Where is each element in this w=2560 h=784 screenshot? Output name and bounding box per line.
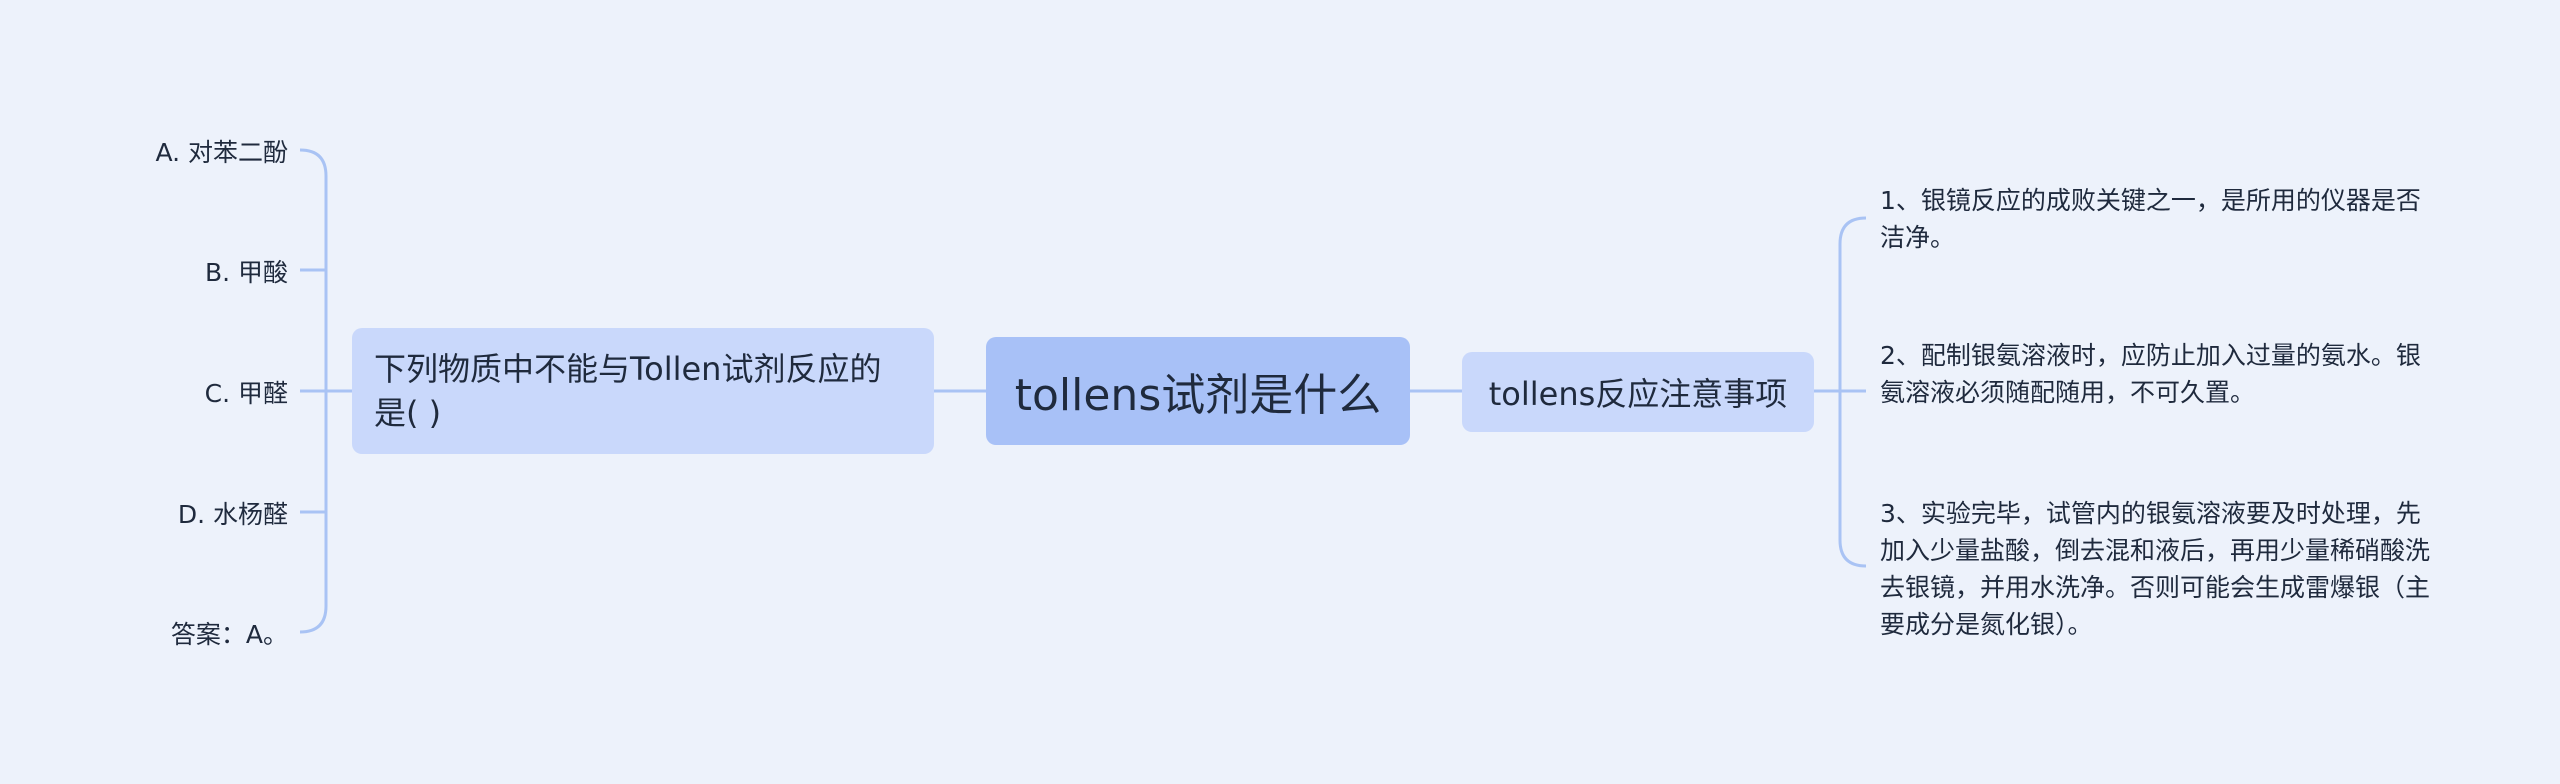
branch-notes[interactable]: tollens反应注意事项 [1462,352,1814,432]
option-a[interactable]: A. 对苯二酚 [155,138,288,167]
option-b[interactable]: B. 甲酸 [204,258,288,287]
note-3[interactable]: 3、实验完毕，试管内的银氨溶液要及时处理，先加入少量盐酸，倒去混和液后，再用少量… [1880,499,2431,639]
branch-question[interactable]: 下列物质中不能与Tollen试剂反应的是( ) [352,328,934,454]
root-topic-label: tollens试剂是什么 [1014,370,1382,421]
answer-node[interactable]: 答案：A。 [170,620,288,649]
option-c[interactable]: C. 甲醛 [204,379,288,408]
note-1[interactable]: 1、银镜反应的成败关键之一，是所用的仪器是否洁净。 [1880,186,2421,252]
branch-question-label: 下列物质中不能与Tollen试剂反应的是( ) [374,350,882,432]
option-d[interactable]: D. 水杨醛 [177,500,288,529]
note-2[interactable]: 2、配制银氨溶液时，应防止加入过量的氨水。银氨溶液必须随配随用，不可久置。 [1880,341,2421,407]
root-topic[interactable]: tollens试剂是什么 [986,337,1410,445]
branch-notes-label: tollens反应注意事项 [1488,375,1788,413]
